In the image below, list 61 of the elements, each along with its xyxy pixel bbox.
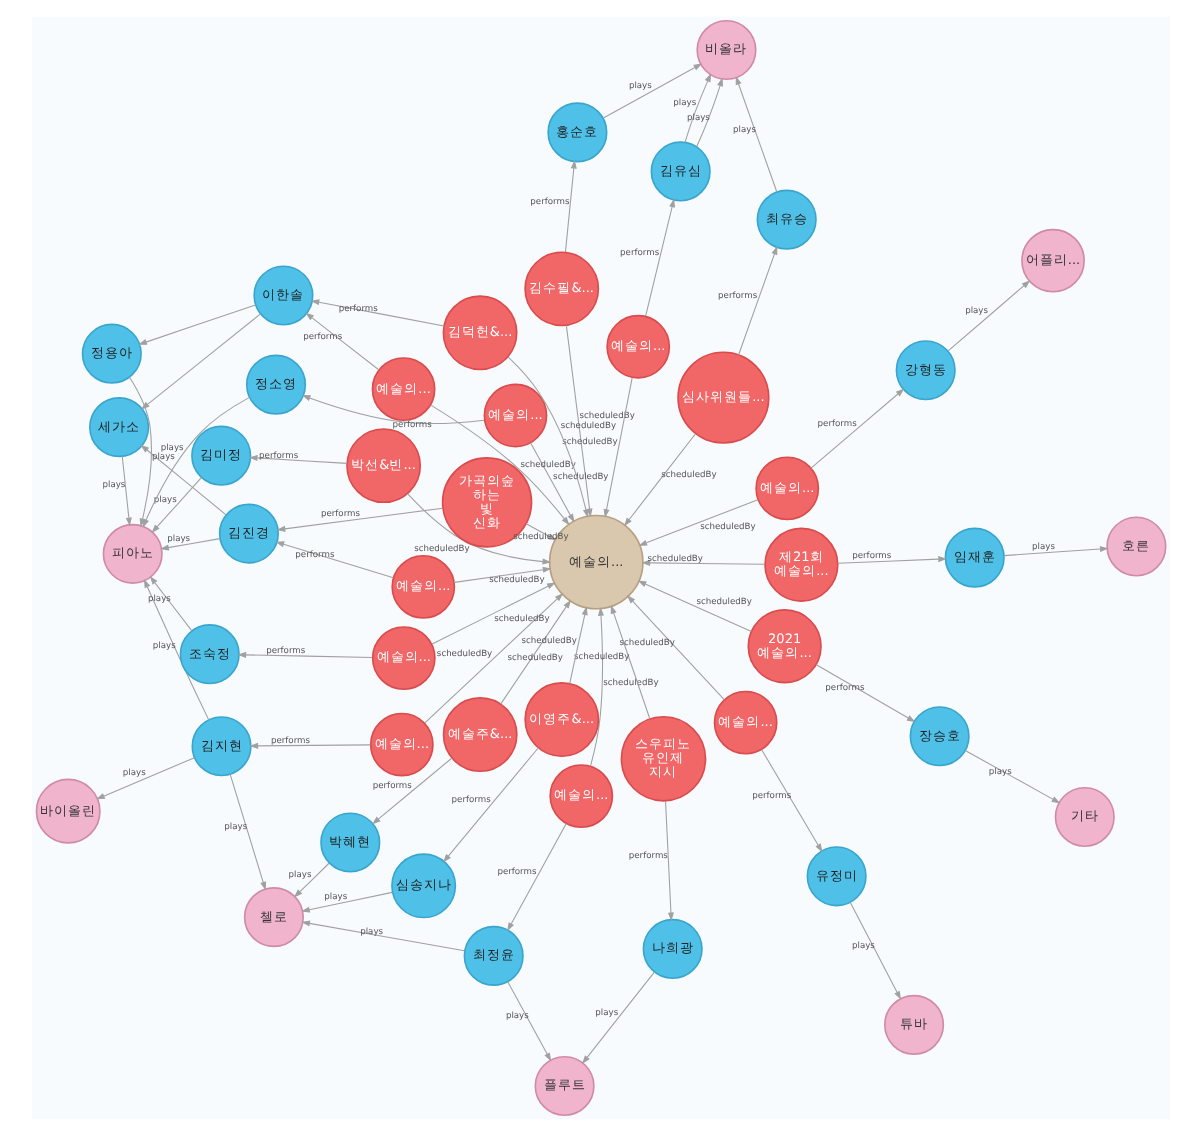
arrow bbox=[1002, 545, 1108, 557]
arrow bbox=[405, 493, 551, 565]
arrow bbox=[370, 757, 452, 825]
arrow bbox=[159, 538, 220, 551]
arrow bbox=[442, 747, 538, 863]
arrow bbox=[429, 404, 569, 526]
arrow bbox=[248, 742, 370, 749]
arrow bbox=[636, 580, 751, 632]
arrow bbox=[848, 902, 901, 1000]
arrow bbox=[95, 757, 195, 800]
arrow bbox=[150, 476, 202, 533]
arrow bbox=[506, 981, 551, 1062]
arrow bbox=[236, 651, 372, 658]
arrow bbox=[568, 606, 587, 685]
arrow bbox=[274, 541, 393, 579]
arrow bbox=[247, 454, 347, 464]
arrow bbox=[300, 920, 465, 952]
arrow bbox=[737, 245, 777, 356]
arrow bbox=[734, 76, 777, 193]
arrow bbox=[683, 73, 711, 143]
arrow bbox=[275, 507, 443, 532]
arrow bbox=[601, 63, 702, 119]
arrow bbox=[430, 582, 555, 645]
arrow bbox=[300, 891, 392, 913]
arrow bbox=[128, 376, 151, 528]
arrow bbox=[809, 388, 904, 469]
arrow bbox=[139, 444, 226, 516]
arrow bbox=[609, 604, 650, 720]
arrow bbox=[423, 593, 563, 724]
arrow bbox=[120, 455, 131, 527]
arrow bbox=[292, 862, 329, 898]
arrow bbox=[499, 599, 570, 705]
arrow bbox=[663, 800, 673, 922]
arrow bbox=[529, 442, 574, 523]
arrow bbox=[581, 971, 654, 1064]
arrow bbox=[139, 313, 260, 410]
arrow bbox=[506, 356, 588, 518]
arrow bbox=[946, 280, 1030, 352]
arrow bbox=[137, 304, 255, 345]
arrow bbox=[588, 607, 603, 767]
arrow bbox=[836, 556, 946, 564]
arrow bbox=[644, 198, 674, 317]
arrow bbox=[563, 159, 576, 253]
arrow bbox=[625, 595, 724, 701]
arrow bbox=[506, 823, 566, 932]
arrow bbox=[300, 395, 484, 425]
arrow bbox=[602, 377, 632, 518]
arrow bbox=[304, 312, 379, 371]
arrow bbox=[622, 433, 696, 527]
arrow bbox=[228, 773, 266, 891]
arrow bbox=[760, 749, 822, 853]
arrow bbox=[963, 749, 1060, 804]
arrow bbox=[695, 77, 722, 148]
arrow bbox=[637, 499, 758, 546]
arrow bbox=[309, 299, 444, 327]
arrow bbox=[142, 579, 209, 721]
arrow bbox=[640, 559, 765, 566]
arrow bbox=[141, 396, 250, 528]
arrow bbox=[814, 664, 915, 723]
arrow bbox=[453, 566, 551, 583]
arrow bbox=[148, 576, 192, 632]
